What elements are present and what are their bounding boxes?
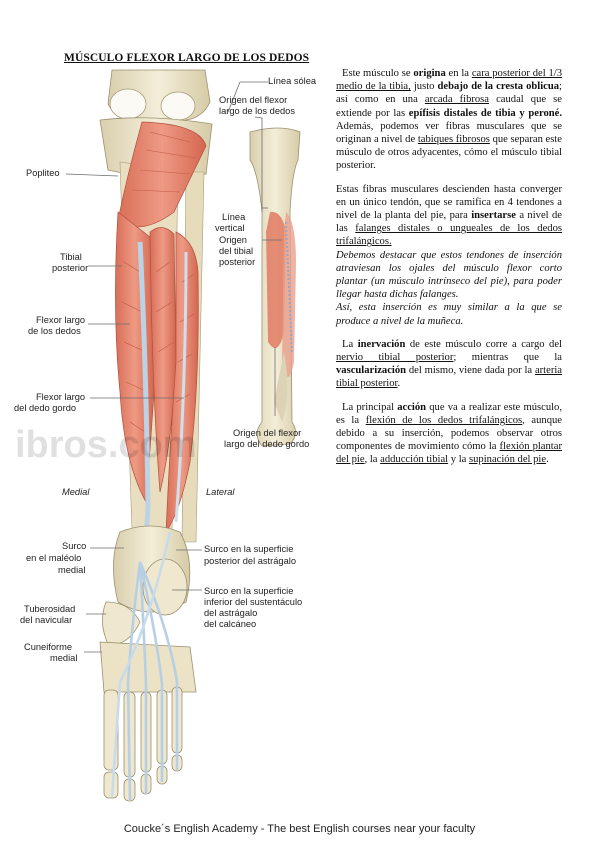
popliteus-muscle [117, 121, 207, 228]
label-tibial-posterior-line1: Tibial [60, 252, 82, 262]
label-linea-solea: Línea sólea [268, 76, 317, 86]
flexor-hallucis-longus-muscle [165, 231, 199, 534]
anatomy-figure: ibros.com Línea sólea Origen del flexor … [0, 62, 340, 807]
label-linea-vertical-line1: Línea [222, 212, 246, 222]
page-footer: Coucke´s English Academy - The best Engl… [123, 823, 476, 835]
leg-illustration: ibros.com [15, 69, 301, 802]
paragraph-origin: Este músculo se origina en la cara poste… [336, 68, 563, 172]
description-text: Este músculo se origina en la cara poste… [336, 67, 562, 477]
midfoot-bones [99, 641, 197, 693]
label-surco-sustentaculo-line2: inferior del sustentáculo [204, 597, 303, 607]
label-origen-flexor-gordo-line1: Origen del flexor [233, 428, 302, 438]
label-surco-maleolo-line2: en el maléolo [26, 553, 82, 563]
label-flexor-gordo-line1: Flexor largo [36, 392, 86, 402]
label-surco-maleolo-line1: Surco [62, 541, 87, 551]
label-linea-vertical-line2: vertical [215, 223, 245, 233]
paragraph-insertion-note1: Debemos destacar que estos tendones de i… [336, 249, 562, 301]
paragraph-insertion-note2: Así, esta inserción es muy similar a la … [336, 302, 562, 327]
label-surco-astragalo-line2: posterior del astrágalo [204, 556, 296, 566]
label-lateral: Lateral [206, 487, 235, 497]
inset-fdl-origin [266, 211, 286, 349]
label-flexor-dedos-line2: de los dedos [28, 326, 81, 336]
label-flexor-gordo-line2: del dedo gordo [14, 403, 77, 413]
toe-tendons [110, 531, 179, 801]
label-surco-sustentaculo-line1: Surco en la superficie [204, 586, 294, 596]
label-medial: Medial [62, 487, 90, 497]
label-cuneiforme-line2: medial [50, 653, 78, 663]
page-title: MÚSCULO FLEXOR LARGO DE LOS DEDOS [64, 52, 310, 64]
condyle-right [160, 91, 196, 121]
label-popliteo: Popliteo [26, 168, 60, 178]
label-tibial-posterior-line2: posterior [52, 263, 89, 273]
label-origen-tibial-line1: Origen [219, 235, 247, 245]
label-cuneiforme-line1: Cuneiforme [24, 642, 73, 652]
calcaneus-bone [142, 558, 188, 616]
label-origen-flexor-gordo-line2: largo del dedo gordo [224, 439, 310, 449]
label-surco-sustentaculo-line3: del astrágalo [204, 608, 258, 618]
label-origen-tibial-line3: posterior [219, 257, 256, 267]
condyle-left [109, 88, 147, 120]
label-flexor-dedos-line1: Flexor largo [36, 315, 86, 325]
inset-fhl-origin [274, 352, 288, 422]
label-surco-astragalo-line1: Surco en la superficie [204, 544, 294, 554]
paragraph-action: La principal acción que va a realizar es… [336, 401, 562, 466]
label-surco-maleolo-line3: medial [58, 565, 86, 575]
label-tuberosidad-line2: del navicular [20, 615, 73, 625]
label-origen-flexor-line2: largo de los dedos [219, 106, 295, 116]
paragraph-innervation: La inervación de este músculo corre a ca… [336, 338, 563, 390]
leader-lines [65, 81, 282, 653]
paragraph-insertion: Estas fibras musculares descienden hasta… [336, 183, 562, 248]
tibialis-posterior-muscle [149, 227, 177, 493]
label-tuberosidad-line1: Tuberosidad [24, 604, 76, 614]
label-origen-flexor-line1: Origen del flexor [219, 95, 288, 105]
watermark-text: ibros.com [15, 424, 197, 466]
label-origen-tibial-line2: del tibial [219, 246, 254, 256]
label-surco-sustentaculo-line4: del calcáneo [204, 619, 257, 629]
